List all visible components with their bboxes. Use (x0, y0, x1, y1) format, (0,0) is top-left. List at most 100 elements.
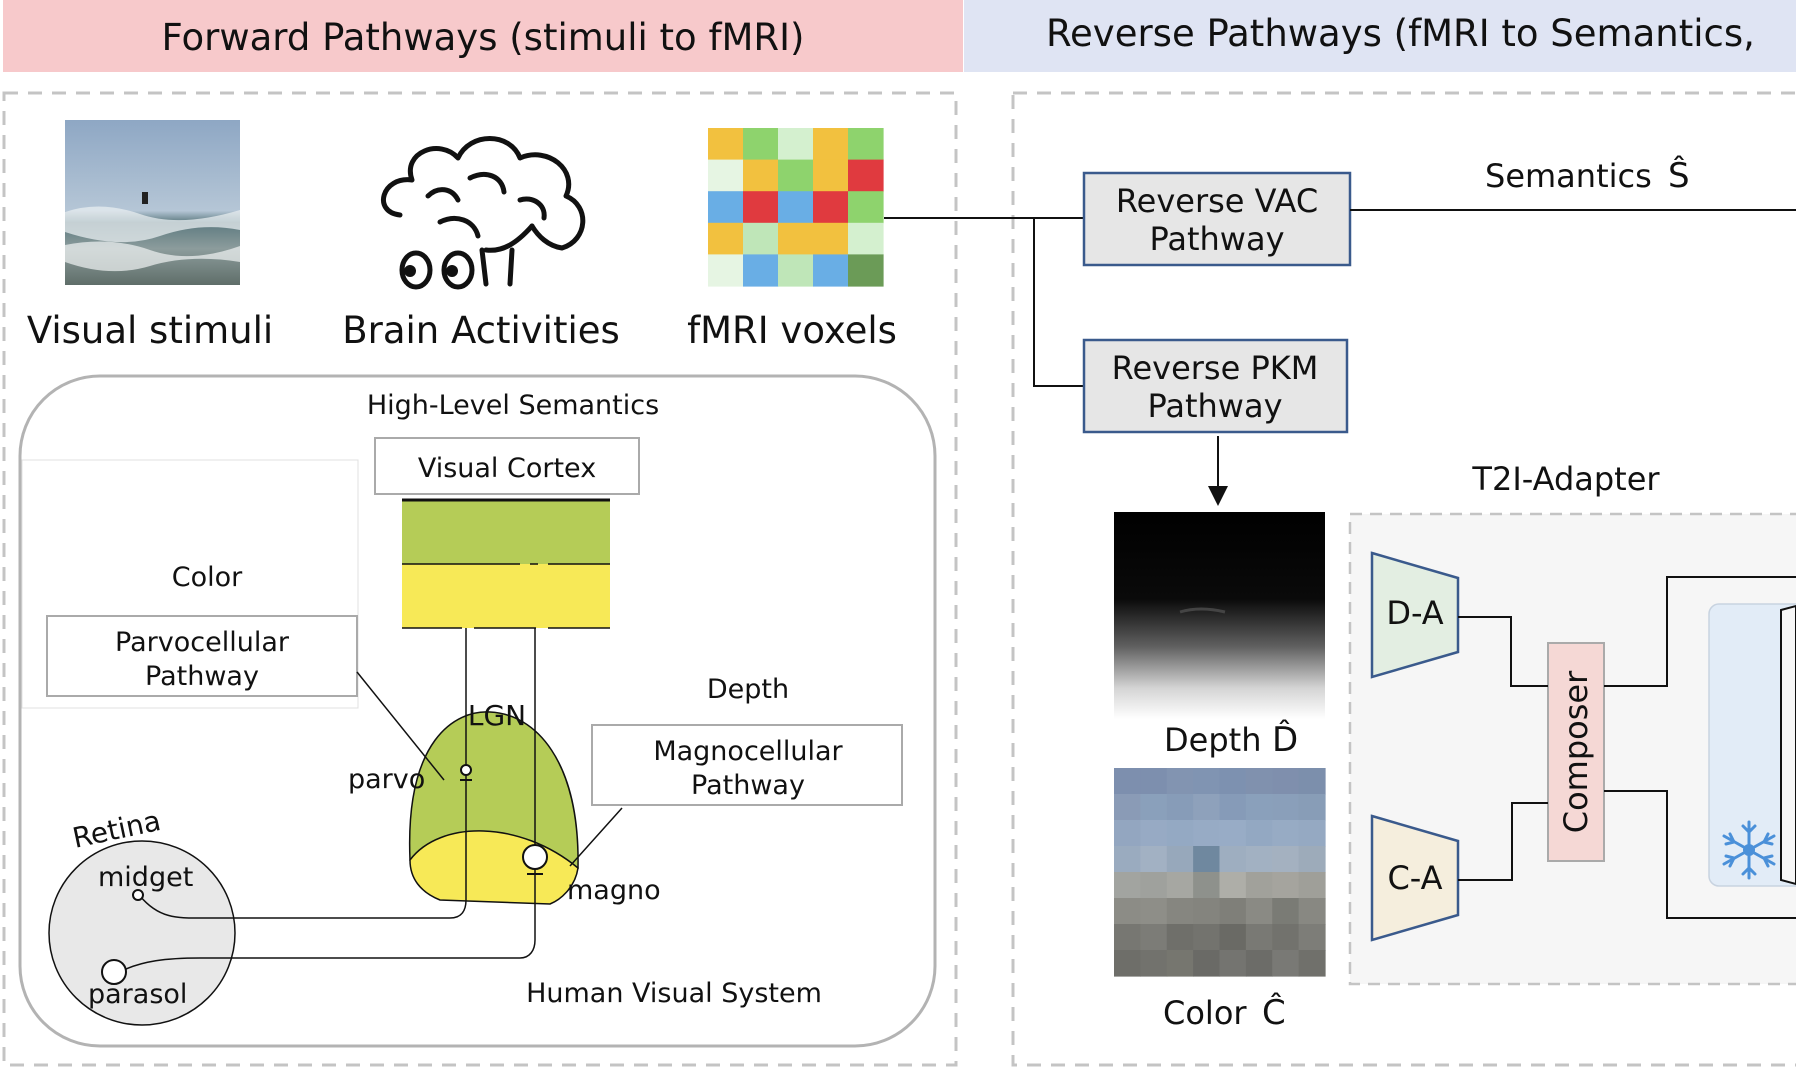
color-pixel (1193, 924, 1221, 951)
color-pixel (1114, 950, 1141, 977)
depth-map-image (1114, 512, 1325, 719)
depth-label: Depth (707, 674, 789, 705)
color-pixel (1140, 950, 1168, 977)
color-adapter-shape (1370, 814, 1460, 942)
color-pixel (1193, 846, 1221, 873)
parvo-label: parvo (348, 764, 425, 795)
magnocellular-label-line2: Pathway (691, 770, 805, 801)
color-pixel (1298, 872, 1326, 899)
voxel-cell (848, 254, 884, 287)
voxel-cell (848, 222, 884, 255)
magno-label: magno (567, 875, 661, 906)
cortex-green-layer (402, 500, 610, 564)
voxel-cell (708, 254, 744, 287)
composer-output-bottom-line (1604, 790, 1796, 919)
lgn-label: LGN (468, 699, 526, 732)
voxel-cell (708, 159, 744, 192)
midget-cell (132, 889, 144, 901)
voxel-cell (708, 191, 744, 224)
color-pixel (1219, 950, 1247, 977)
color-pixel (1166, 794, 1194, 821)
magnocellular-label-line1: Magnocellular (653, 736, 843, 767)
depth-map-highlight (1179, 607, 1226, 614)
color-pixel (1272, 898, 1300, 925)
hvs-container (18, 374, 937, 1048)
color-pixel (1219, 924, 1247, 951)
voxel-cell (743, 128, 779, 161)
voxel-cell (778, 159, 814, 192)
retina-eye (48, 840, 236, 1026)
color-pixel (1245, 950, 1273, 977)
voxel-cell (778, 254, 814, 287)
magno-synapse (522, 844, 548, 870)
voxel-cell (743, 191, 779, 224)
voxel-cell (848, 159, 884, 192)
parasol-label: parasol (88, 979, 187, 1010)
color-pixel (1245, 872, 1273, 899)
color-pixel (1219, 846, 1247, 873)
ca-to-composer-line (1458, 802, 1548, 881)
color-pixel (1272, 820, 1300, 847)
color-pixel (1272, 846, 1300, 873)
color-pixel (1193, 820, 1221, 847)
voxel-cell (743, 159, 779, 192)
depth-adapter-shape (1370, 551, 1460, 679)
color-pixel (1114, 924, 1141, 951)
color-pixel (1166, 846, 1194, 873)
frozen-model-shape (1780, 604, 1796, 886)
magnocellular-pathway-box (591, 724, 903, 806)
midget-label: midget (98, 862, 193, 893)
parvocellular-pathway-box (46, 615, 358, 697)
composer-output-top-line (1604, 576, 1796, 687)
color-pixel (1298, 794, 1326, 821)
brain-activities-label: Brain Activities (342, 309, 620, 352)
color-pixel (1298, 898, 1326, 925)
voxel-cell (743, 222, 779, 255)
color-pixel (1298, 768, 1326, 795)
color-pixel (1114, 872, 1141, 899)
color-pixel (1272, 768, 1300, 795)
semantics-symbol: Ŝ (1668, 155, 1690, 196)
color-pixel (1219, 820, 1247, 847)
voxel-cell (778, 191, 814, 224)
color-map-image (1114, 768, 1326, 977)
color-pixel (1298, 820, 1326, 847)
cortex-yellow-layer (402, 564, 610, 628)
reverse-title: Reverse Pathways (fMRI to Semantics, (1046, 12, 1755, 55)
color-pixel (1140, 898, 1168, 925)
parasol-cell (101, 959, 127, 985)
snowflake-center (1743, 844, 1755, 856)
color-pixel (1245, 924, 1273, 951)
color-pixel (1114, 794, 1141, 821)
voxel-cell (778, 222, 814, 255)
reverse-pkm-label-line2: Pathway (1147, 387, 1282, 425)
semantics-label: Semantics (1485, 157, 1652, 195)
color-pixel (1166, 950, 1194, 977)
forward-header-bar (3, 0, 963, 72)
brain-right-pupil (446, 265, 458, 277)
voxel-cell (813, 222, 849, 255)
fmri-to-reverse-connector (884, 217, 1084, 387)
parvocellular-label-line2: Pathway (145, 661, 259, 692)
reverse-vac-label-line1: Reverse VAC (1116, 182, 1318, 220)
depth-label: Depth (1164, 721, 1261, 759)
voxel-cell (848, 191, 884, 224)
reverse-vac-label-line2: Pathway (1149, 220, 1284, 258)
parvo-fiber-line (139, 628, 467, 919)
color-pixel (1298, 846, 1326, 873)
color-pixel (1166, 872, 1194, 899)
hvs-label: Human Visual System (526, 978, 822, 1009)
reverse-panel (1011, 91, 1796, 1067)
visual-cortex-label: Visual Cortex (418, 453, 596, 484)
composer-label: Composer (1557, 670, 1595, 833)
forward-panel (2, 91, 958, 1067)
voxel-cell (813, 159, 849, 192)
color-pixel (1272, 794, 1300, 821)
brain-left-pupil (404, 265, 416, 277)
color-label: Color (1163, 994, 1247, 1032)
voxel-cell (813, 254, 849, 287)
depth-adapter-label: D-A (1386, 594, 1443, 632)
color-pixel (1114, 898, 1141, 925)
reverse-pkm-label-line1: Reverse PKM (1112, 349, 1319, 387)
color-pixel (1140, 820, 1168, 847)
